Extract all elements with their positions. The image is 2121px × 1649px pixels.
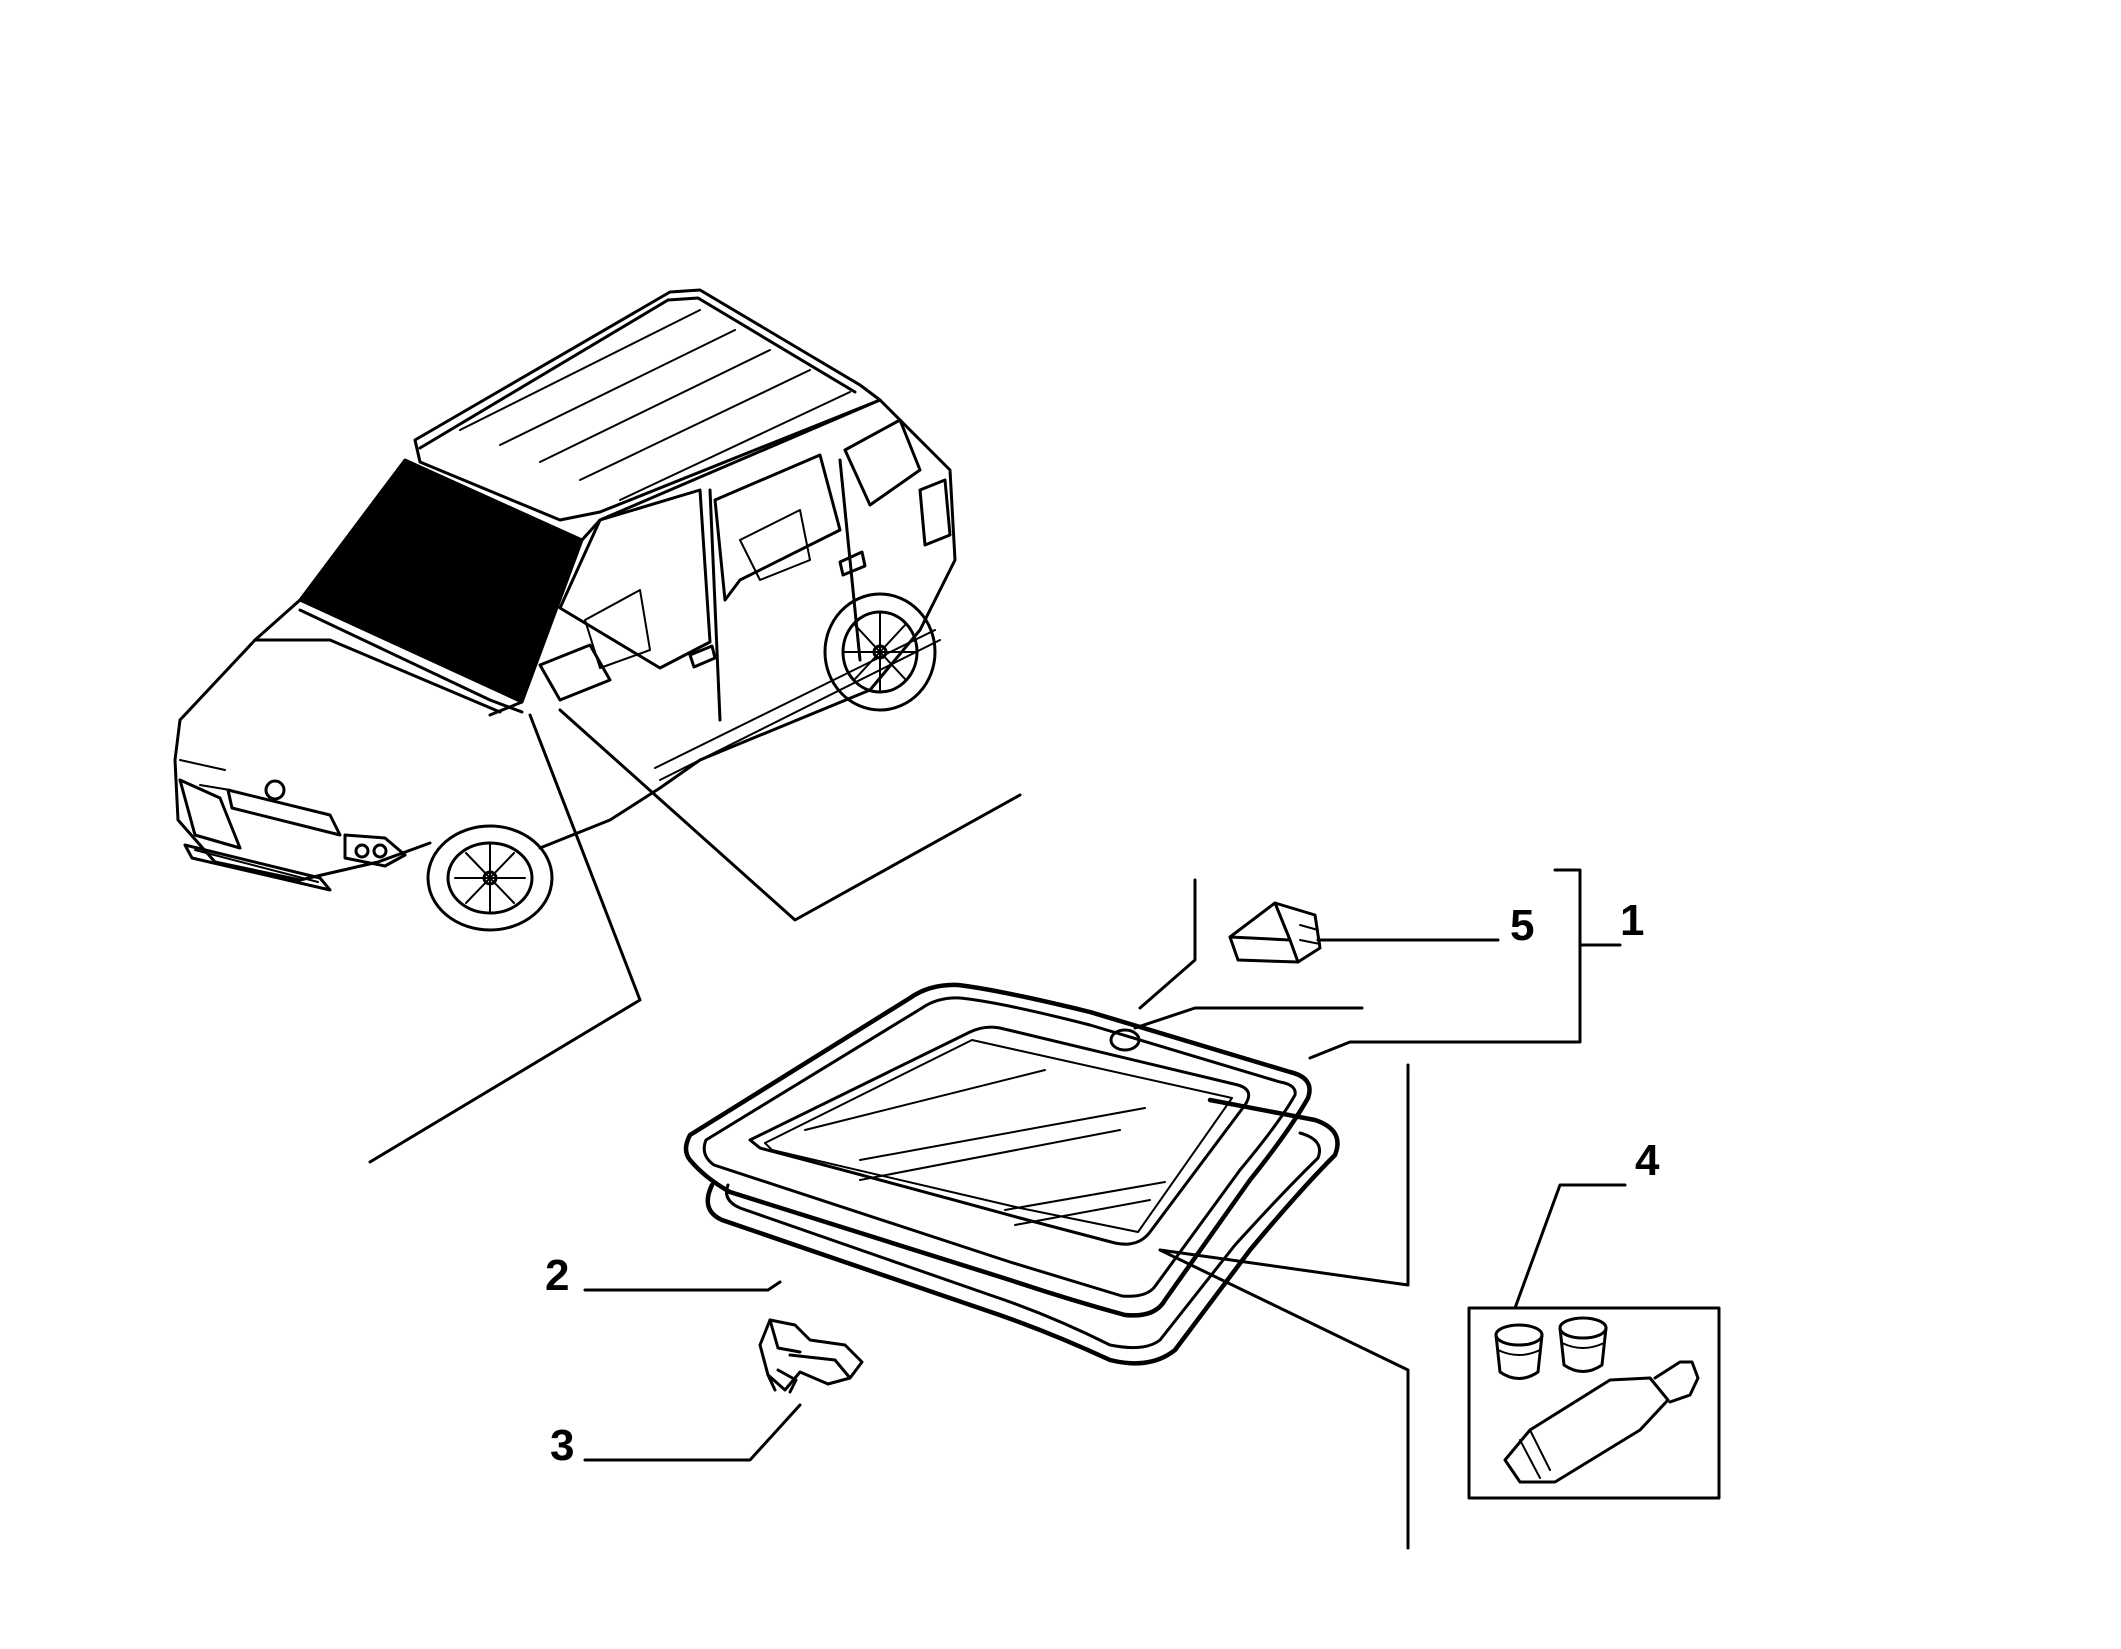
callout-leaders xyxy=(583,868,1627,1550)
callout-3: 3 xyxy=(550,1421,574,1470)
part-3-mirror-bracket xyxy=(758,1318,864,1394)
front-wheel xyxy=(426,824,554,932)
windscreen-assembly xyxy=(683,982,1340,1366)
part-4-adhesive-kit xyxy=(1467,1306,1721,1500)
part-5-sensor-clip xyxy=(1228,901,1322,964)
rear-wheel xyxy=(823,592,937,712)
exploded-view-leaders xyxy=(368,708,1022,1164)
callout-4: 4 xyxy=(1635,1136,1660,1185)
callout-5: 5 xyxy=(1510,901,1534,950)
callout-1: 1 xyxy=(1620,896,1644,945)
callout-2: 2 xyxy=(545,1251,569,1300)
vehicle-illustration xyxy=(173,288,957,932)
